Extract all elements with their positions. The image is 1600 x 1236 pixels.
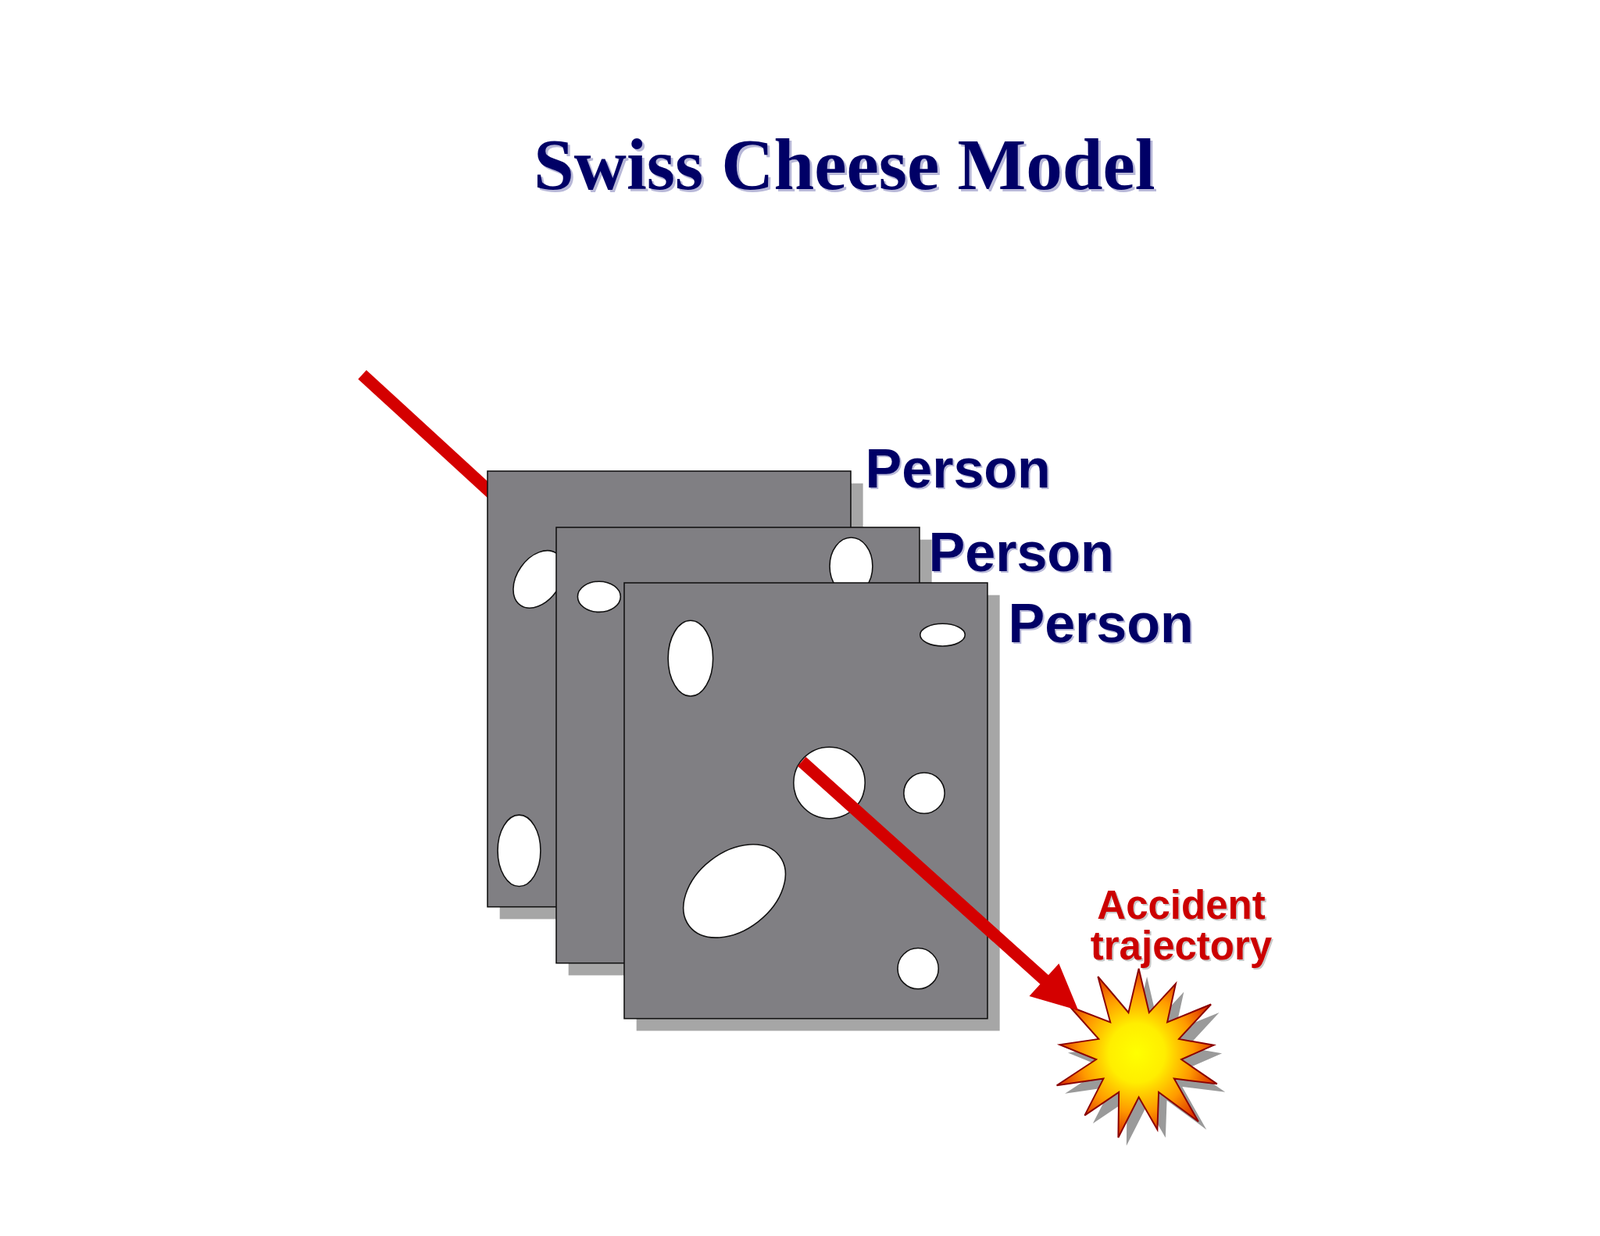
- cheese-hole: [668, 620, 714, 697]
- diagram-title: Swiss Cheese Model: [533, 128, 1156, 201]
- slice-graphic: [624, 582, 988, 1019]
- cheese-hole: [897, 947, 939, 989]
- explosion-star: [1057, 968, 1218, 1138]
- cheese-hole: [920, 623, 965, 647]
- cheese-hole: [497, 815, 541, 887]
- cheese-hole: [903, 772, 945, 814]
- cheese-hole: [577, 581, 621, 612]
- trajectory-arrowhead: [1029, 963, 1079, 1011]
- layer-label: Person: [928, 525, 1115, 580]
- trajectory-arrow-exit: [802, 760, 1047, 981]
- slice-body: [624, 582, 988, 1019]
- layer-label: Person: [865, 441, 1051, 497]
- trajectory-label: Accident trajectory: [1079, 885, 1283, 967]
- cheese-hole: [665, 825, 804, 957]
- layer-label: Person: [1007, 596, 1193, 651]
- cheese-slice: Person: [624, 582, 988, 1019]
- accident-explosion: [1057, 968, 1226, 1147]
